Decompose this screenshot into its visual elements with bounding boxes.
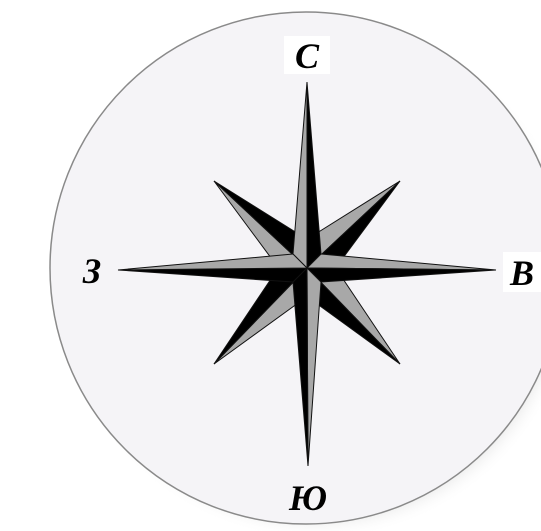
west-label: З	[82, 251, 101, 291]
north-label: С	[295, 36, 320, 76]
east-label: В	[509, 253, 534, 293]
south-label: Ю	[288, 478, 327, 518]
